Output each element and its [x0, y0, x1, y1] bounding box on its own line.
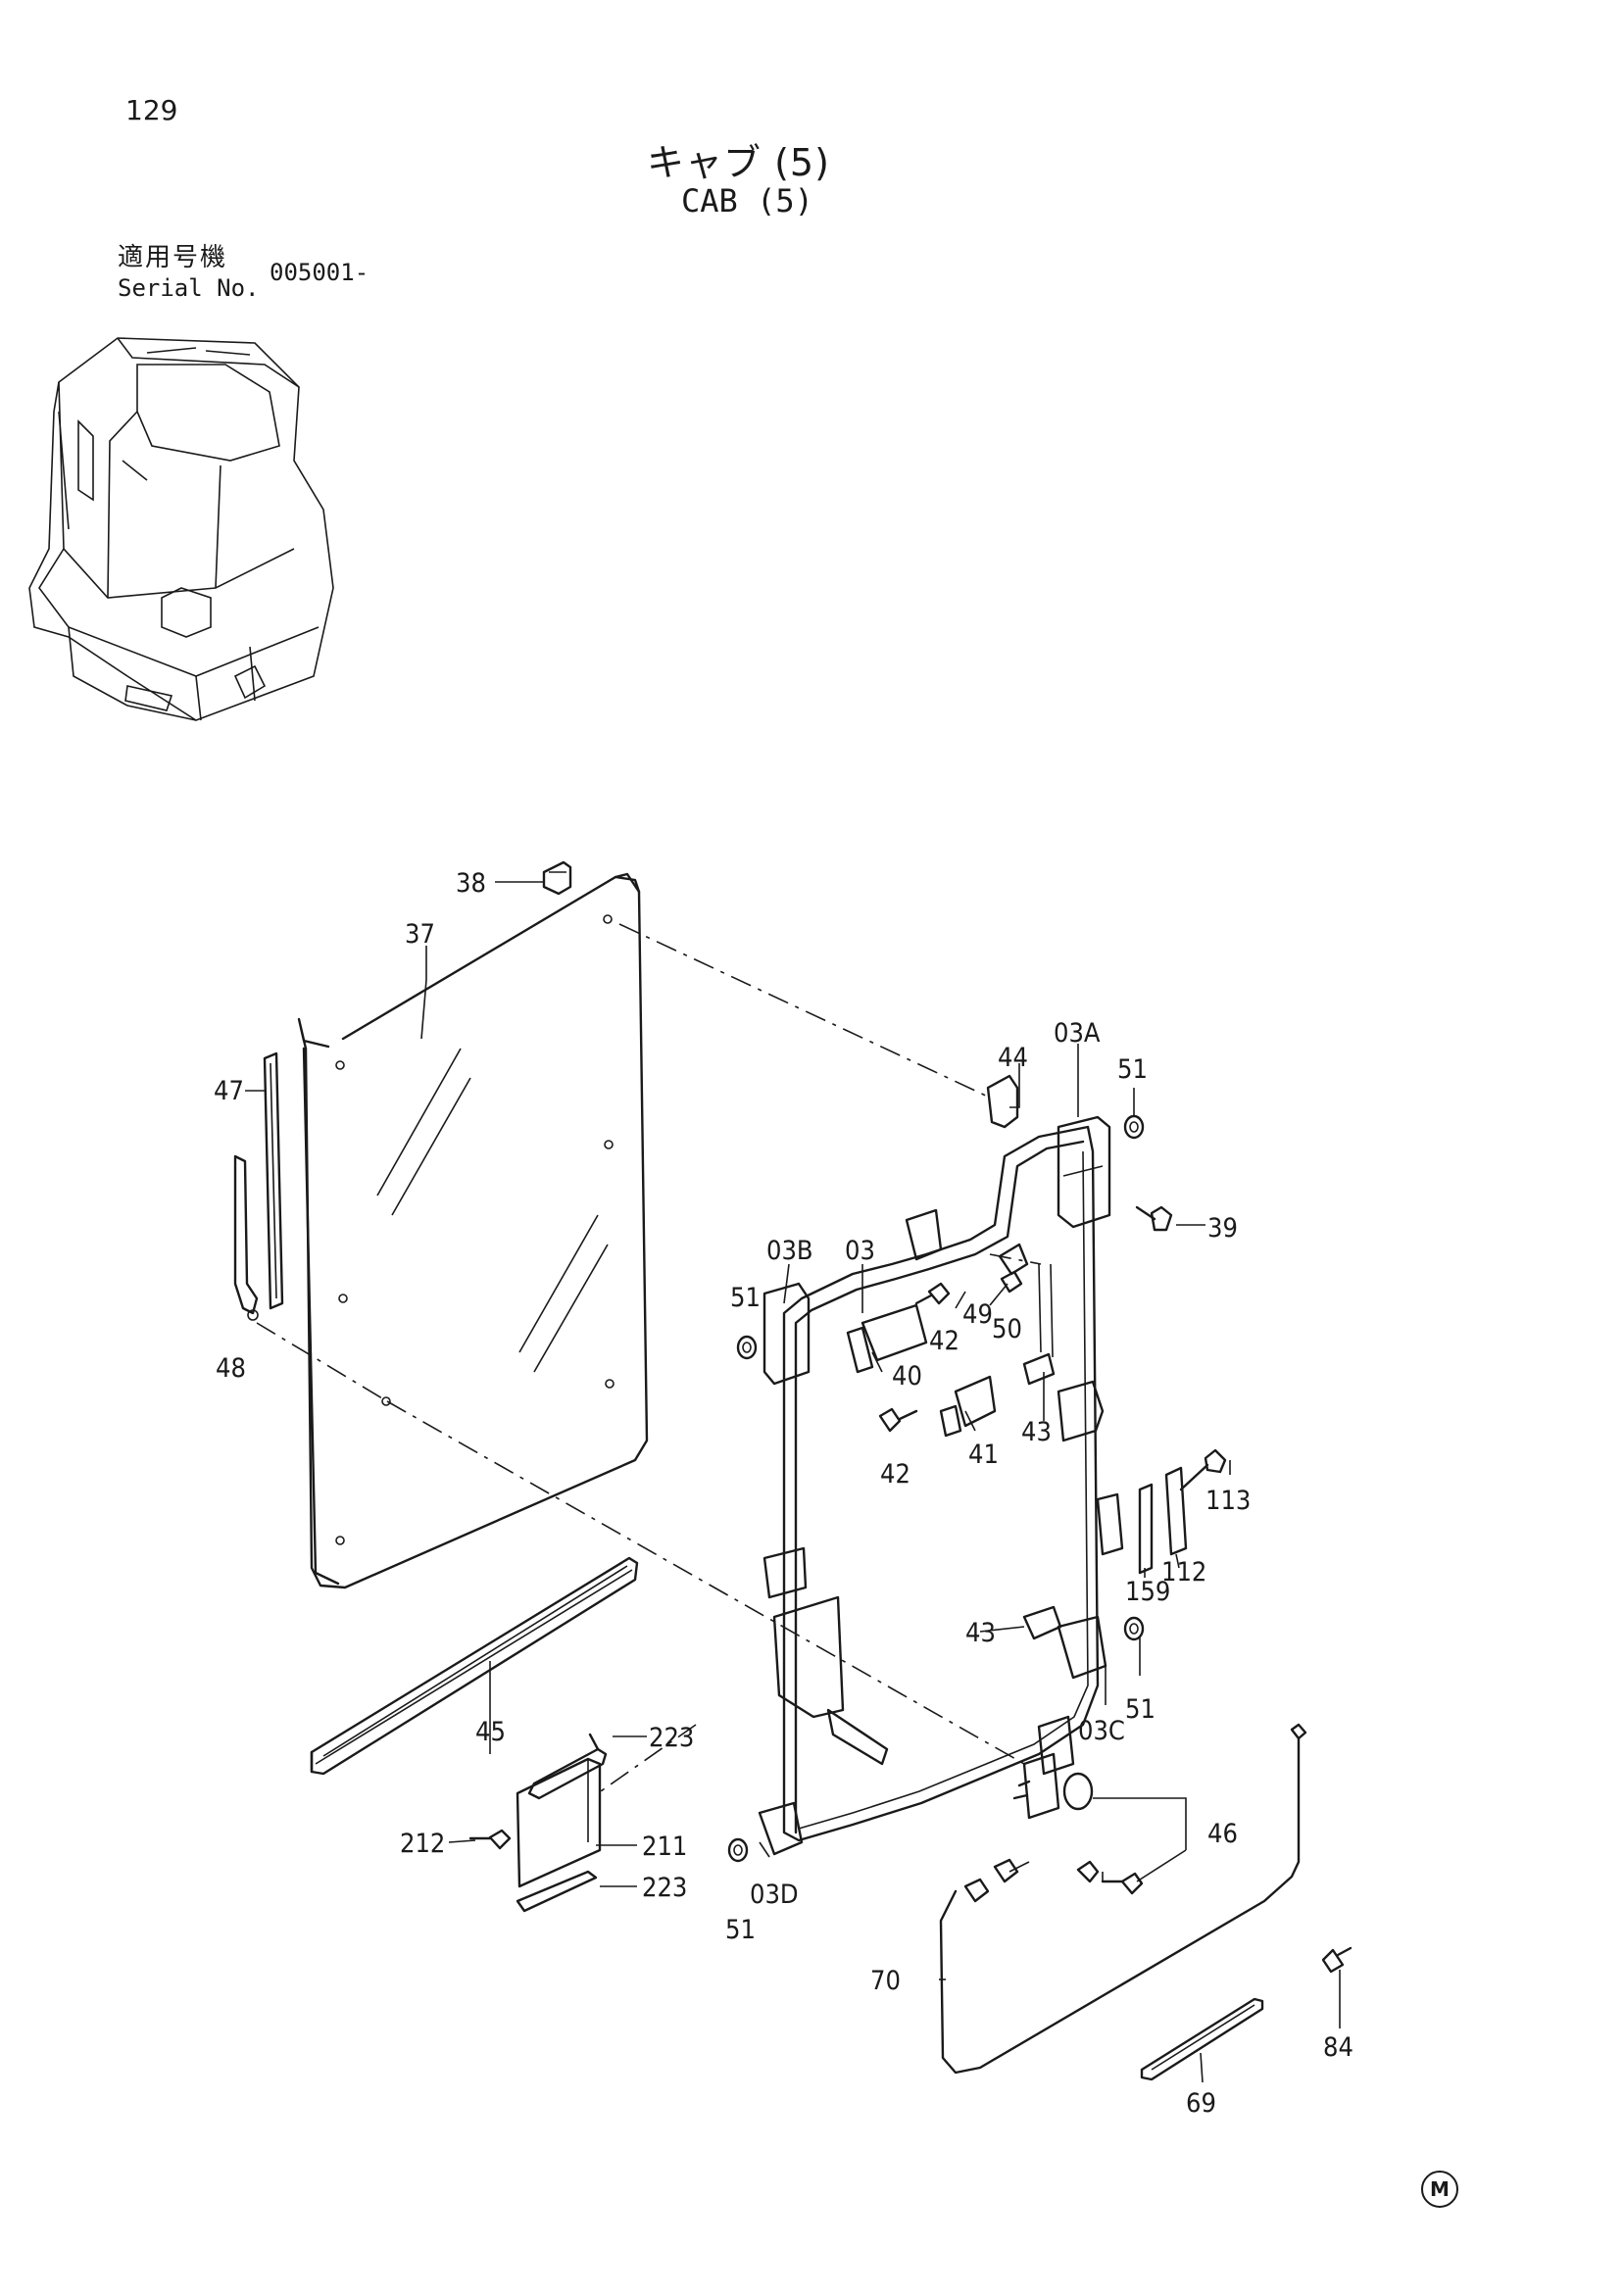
clip [1321, 1946, 1352, 1974]
callout-43-upper: 43 [1021, 1417, 1052, 1447]
weather-strip [310, 1556, 639, 1776]
callout-44: 44 [998, 1043, 1028, 1073]
leader-lines [245, 881, 1341, 2083]
callout-69: 69 [1186, 2088, 1216, 2119]
callout-03C: 03C [1078, 1716, 1125, 1746]
callout-212: 212 [400, 1829, 445, 1859]
callout-43-lower: 43 [965, 1618, 996, 1648]
callout-42-upper: 42 [929, 1326, 959, 1356]
cab-thumbnail-illustration [28, 337, 334, 721]
callout-45: 45 [475, 1717, 506, 1747]
title-english: CAB (5) [681, 182, 813, 220]
callout-37: 37 [405, 919, 435, 950]
door-frame-assembly [782, 1125, 1100, 1842]
callout-03: 03 [845, 1236, 875, 1266]
callout-51-bottom: 51 [725, 1915, 756, 1945]
serial-label-japanese: 適用号機 [118, 243, 228, 272]
callout-40: 40 [892, 1361, 922, 1392]
door-actuator [1012, 1715, 1144, 1895]
callout-39: 39 [1207, 1213, 1238, 1244]
wiper-blade [233, 1051, 284, 1321]
callout-42-lower: 42 [880, 1459, 910, 1490]
title-japanese: キャブ (5) [647, 141, 830, 184]
callout-47: 47 [214, 1076, 244, 1106]
serial-number-value: 005001- [270, 259, 369, 286]
page-number: 129 [125, 94, 178, 126]
callout-50: 50 [992, 1314, 1022, 1344]
callout-51-top: 51 [1117, 1054, 1148, 1085]
callout-labels: 38 37 47 48 44 03A 51 39 03B 03 51 49 50… [214, 868, 1353, 2119]
callout-03B: 03B [766, 1236, 813, 1266]
hinge-brackets [758, 1115, 1111, 1856]
callout-41: 41 [968, 1440, 999, 1470]
callout-223-upper: 223 [649, 1723, 694, 1753]
callout-46: 46 [1207, 1819, 1238, 1849]
door-lock-mechanism [846, 1303, 997, 1438]
callout-84: 84 [1323, 2032, 1353, 2063]
callout-03A: 03A [1054, 1018, 1101, 1049]
callout-223-lower: 223 [642, 1873, 687, 1903]
side-glass-panel [297, 872, 649, 1589]
small-hardware-parts [542, 860, 1227, 1863]
callout-113: 113 [1205, 1486, 1251, 1516]
wiring-harness [939, 1723, 1307, 2075]
callout-03D: 03D [750, 1880, 799, 1910]
serial-label-english: Serial No. [118, 274, 260, 302]
callout-48: 48 [216, 1353, 246, 1384]
alignment-lines [256, 923, 1042, 1794]
callout-51-left: 51 [730, 1283, 761, 1313]
callout-51-right: 51 [1125, 1694, 1156, 1725]
callout-38: 38 [456, 868, 486, 899]
callout-211: 211 [642, 1832, 687, 1862]
door-handle-and-cover [468, 1733, 608, 1913]
callout-49: 49 [962, 1299, 993, 1330]
corner-mark: M [1421, 2171, 1458, 2208]
callout-70: 70 [870, 1966, 901, 1996]
cable-tie [1140, 1997, 1264, 2081]
callout-112: 112 [1161, 1557, 1206, 1588]
callout-159: 159 [1125, 1577, 1170, 1607]
